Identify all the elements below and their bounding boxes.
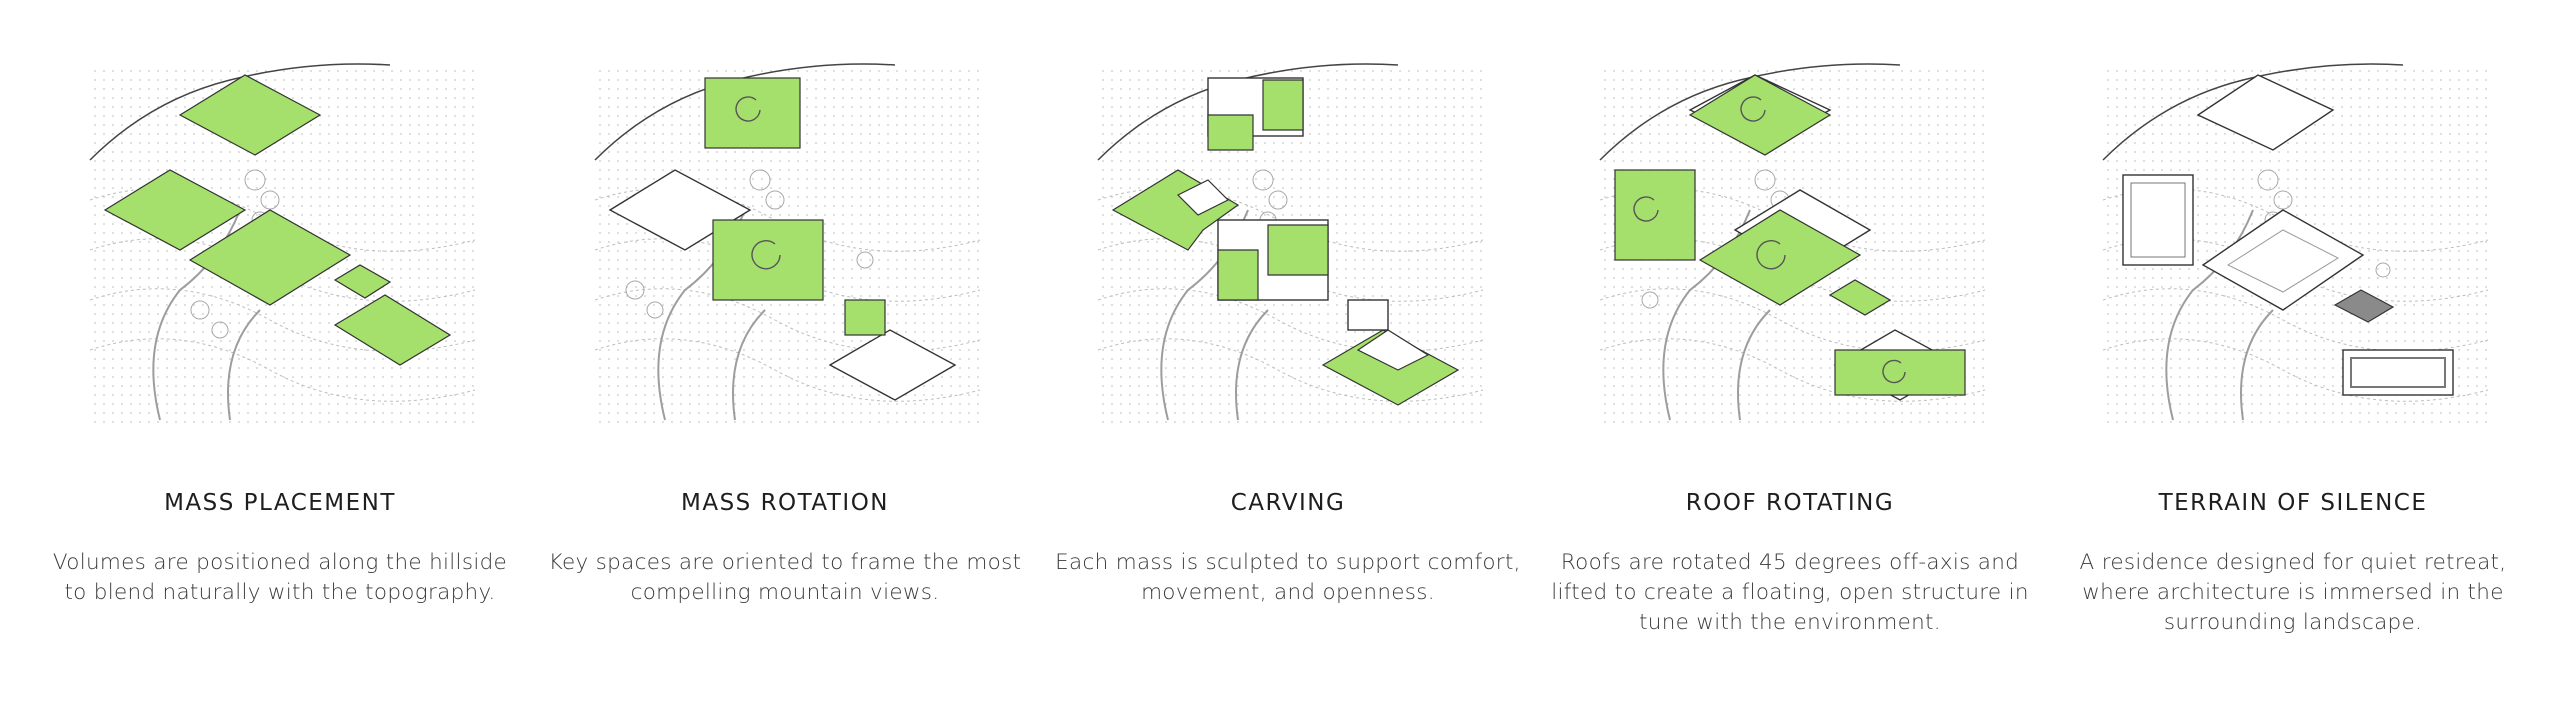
roof-rotating-axonometric <box>1599 63 1986 425</box>
panel-mass-placement: MASS PLACEMENT Volumes are positioned al… <box>30 0 530 702</box>
panel-title: MASS ROTATION <box>680 490 890 516</box>
panel-description: Volumes are positioned along the hillsid… <box>52 550 508 605</box>
panel-description: A residence designed for quiet retreat, … <box>2079 550 2507 635</box>
panel-roof-rotating: ROOF ROTATING Roofs are rotated 45 degre… <box>1540 0 2040 702</box>
mass-rotation-axonometric <box>594 63 981 425</box>
panel-description: Roofs are rotated 45 degrees off-axis an… <box>1551 550 2029 635</box>
panel-mass-rotation: MASS ROTATION Key spaces are oriented to… <box>535 0 1035 702</box>
panel-title: CARVING <box>1230 490 1346 516</box>
carving-axonometric <box>1097 63 1484 425</box>
panel-title: TERRAIN OF SILENCE <box>2158 490 2428 516</box>
panel-title: MASS PLACEMENT <box>164 490 396 516</box>
panel-description: Key spaces are oriented to frame the mos… <box>548 550 1022 605</box>
panel-title: ROOF ROTATING <box>1685 490 1895 516</box>
panel-carving: CARVING Each mass is sculpted to support… <box>1038 0 1538 702</box>
panel-description: Each mass is sculpted to support comfort… <box>1055 550 1521 605</box>
panel-terrain-of-silence: TERRAIN OF SILENCE A residence designed … <box>2043 0 2543 702</box>
mass-volume <box>178 74 322 156</box>
terrain-of-silence-axonometric <box>2102 63 2489 425</box>
mass-placement-axonometric <box>89 63 476 425</box>
